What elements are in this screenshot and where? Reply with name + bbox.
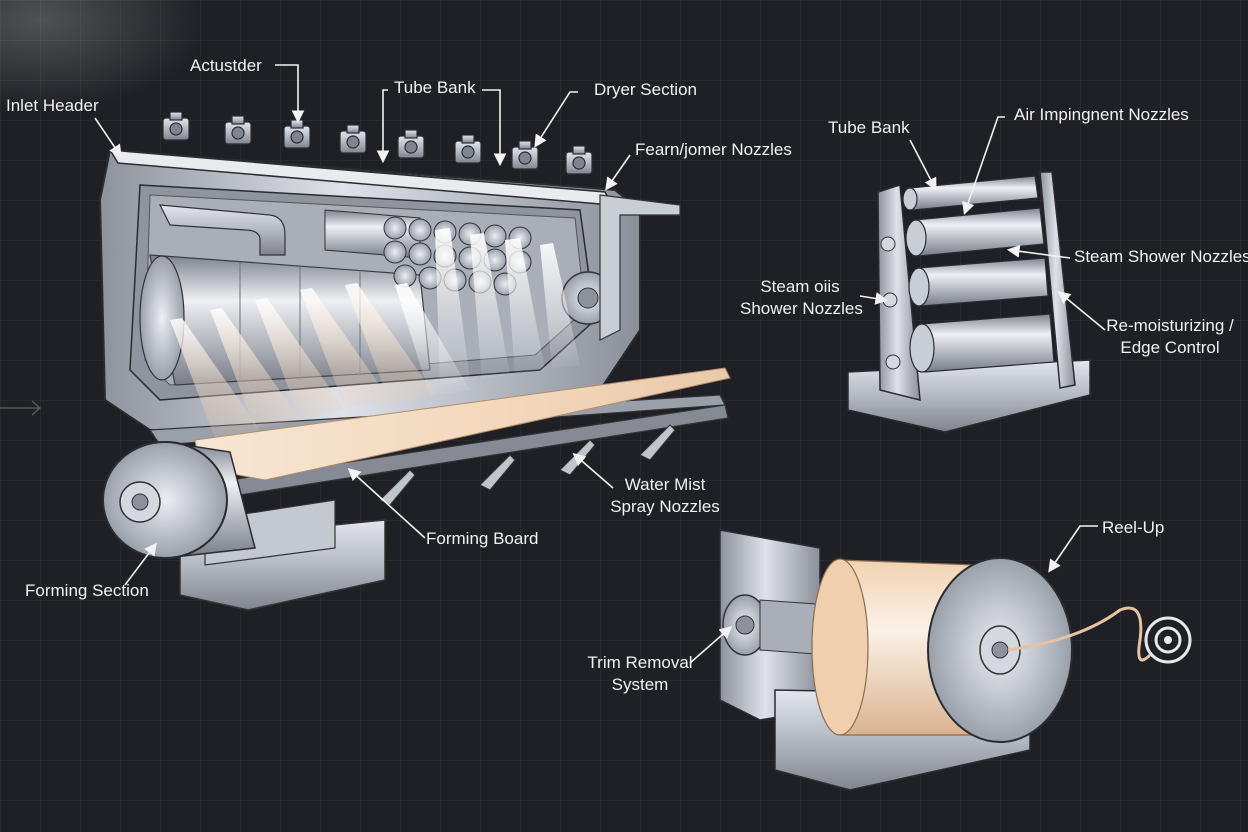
label-reel-up: Reel-Up <box>1102 518 1165 537</box>
label-tube-bank-top: Tube Bank <box>394 78 476 97</box>
actuator-row <box>162 111 593 175</box>
label-steam-shower-nozzles-left: Steam oiis Shower Nozzles <box>740 276 863 320</box>
label-water-mist-line2: Spray Nozzles <box>610 497 720 516</box>
main-machine <box>98 111 731 611</box>
label-trim-removal-line2: System <box>611 675 669 694</box>
reel-up-unit <box>719 529 1192 791</box>
label-steam-shower-nozzles-right: Steam Shower Nozzles <box>1074 247 1248 266</box>
label-inlet-header: Inlet Header <box>6 96 99 115</box>
tube-bank-stack <box>847 171 1091 433</box>
label-water-mist-line1: Water Mist <box>624 475 706 494</box>
left-arrow-decor <box>0 400 42 416</box>
leader-lines <box>94 64 1106 664</box>
label-trim-removal-system: Trim Removal System <box>580 652 700 696</box>
label-remoisturizing: Re-moisturizing / Edge Control <box>1100 315 1240 359</box>
label-tube-bank-right: Tube Bank <box>828 118 910 137</box>
label-dryer-section: Dryer Section <box>594 80 697 99</box>
label-foam-nozzles: Fearn/jomer Nozzles <box>635 140 792 159</box>
label-trim-removal-line1: Trim Removal <box>587 653 693 672</box>
label-forming-board: Forming Board <box>426 529 539 548</box>
label-actuator: Actustder <box>190 56 262 75</box>
spray-plumes <box>170 228 580 438</box>
label-forming-section: Forming Section <box>25 581 149 600</box>
label-air-impingement-nozzles: Air Impingnent Nozzles <box>1014 105 1189 124</box>
label-remoisturizing-line1: Re-moisturizing / <box>1106 316 1234 335</box>
label-remoisturizing-line2: Edge Control <box>1120 338 1220 357</box>
label-water-mist-spray-nozzles: Water Mist Spray Nozzles <box>600 474 730 518</box>
label-steam-shower-left-line1: Steam oiis <box>760 277 840 296</box>
label-steam-shower-left-line2: Shower Nozzles <box>740 299 863 318</box>
